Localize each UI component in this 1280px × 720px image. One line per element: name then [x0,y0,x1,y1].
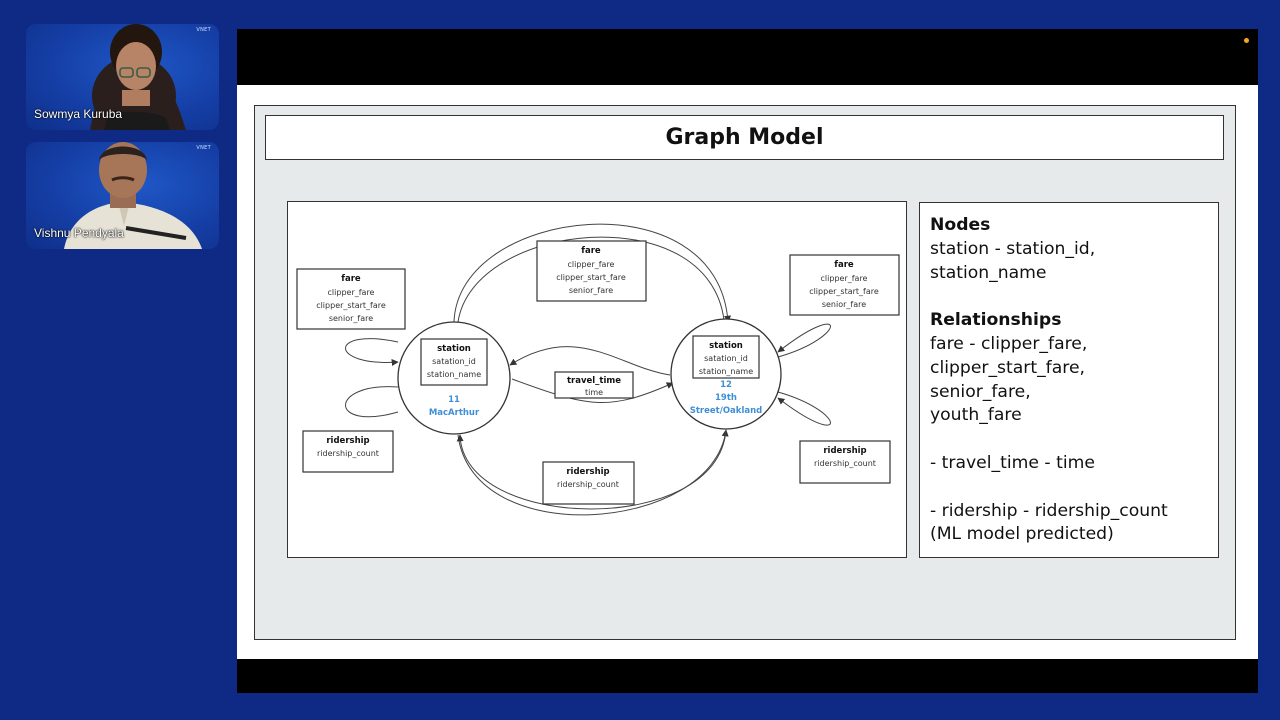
fare-prop: clipper_fare [821,274,868,283]
travel-time-prop: time [585,388,603,397]
ridership-box-left [302,430,394,473]
station-right-label: 12 [720,380,732,390]
participant-tile-sowmya[interactable]: VNET Sowmya Kuruba [26,24,219,130]
slide-content: Graph Model [254,105,1236,640]
station-left-prop: satation_id [432,357,476,366]
ridership-line: (ML model predicted) [930,524,1114,545]
graph-diagram: station satation_id station_name 11 MacA… [287,201,907,558]
ridership-title: ridership [823,446,866,456]
relationships-line: fare - clipper_fare, [930,333,1088,354]
fare-title: fare [581,246,601,256]
conference-logo: VNET [196,145,211,151]
travel-time-box [554,371,634,399]
nodes-line: station_name [930,262,1047,283]
station-right-label: Street/Oakland [690,406,762,416]
nodes-line: station - station_id, [930,238,1096,259]
fare-title: fare [834,260,854,270]
station-left-label: 11 [448,395,460,405]
slide: Graph Model [237,85,1258,659]
relationships-line: senior_fare, [930,381,1031,402]
ridership-prop: ridership_count [814,459,876,468]
ridership-title: ridership [566,467,609,477]
station-left-prop: station_name [427,370,481,379]
fare-prop: clipper_fare [568,260,615,269]
station-right-prop: satation_id [704,354,748,363]
fare-box-left [296,268,406,330]
ridership-title: ridership [326,436,369,446]
shared-screen: Graph Model [237,29,1258,693]
fare-box-top [536,240,647,302]
relationships-line: clipper_start_fare, [930,357,1085,378]
fare-prop: clipper_start_fare [556,273,626,282]
fare-prop: clipper_fare [328,288,375,297]
relationships-heading: Relationships [930,310,1062,331]
ridership-box-right [799,440,891,484]
station-left-title: station [437,344,471,354]
ridership-prop: ridership_count [557,480,619,489]
participant-video [64,142,202,249]
fare-prop: senior_fare [569,286,613,295]
fare-prop: clipper_start_fare [809,287,879,296]
fare-prop: senior_fare [822,300,866,309]
ridership-line: - ridership - ridership_count [930,500,1168,521]
participant-tile-vishnu[interactable]: VNET Vishnu Pendyala [26,142,219,249]
recording-indicator [1244,38,1249,43]
model-description: Nodes station - station_id, station_name… [919,202,1219,558]
fare-title: fare [341,274,361,284]
conference-logo: VNET [196,27,211,33]
participant-name: Vishnu Pendyala [34,226,124,240]
ridership-prop: ridership_count [317,449,379,458]
travel-time-line: - travel_time - time [930,452,1095,473]
travel-time-title: travel_time [567,376,621,386]
participant-video [90,24,186,130]
fare-box-right [789,254,900,316]
station-right-title: station [709,341,743,351]
participant-name: Sowmya Kuruba [34,107,123,121]
fare-prop: clipper_start_fare [316,301,386,310]
station-left-label: MacArthur [429,408,480,418]
nodes-heading: Nodes [930,215,991,235]
station-right-prop: station_name [699,367,753,376]
ridership-box-bottom [542,461,635,505]
relationships-line: youth_fare [930,405,1022,426]
station-right-label: 19th [715,393,737,403]
slide-title: Graph Model [265,115,1224,160]
fare-prop: senior_fare [329,314,373,323]
